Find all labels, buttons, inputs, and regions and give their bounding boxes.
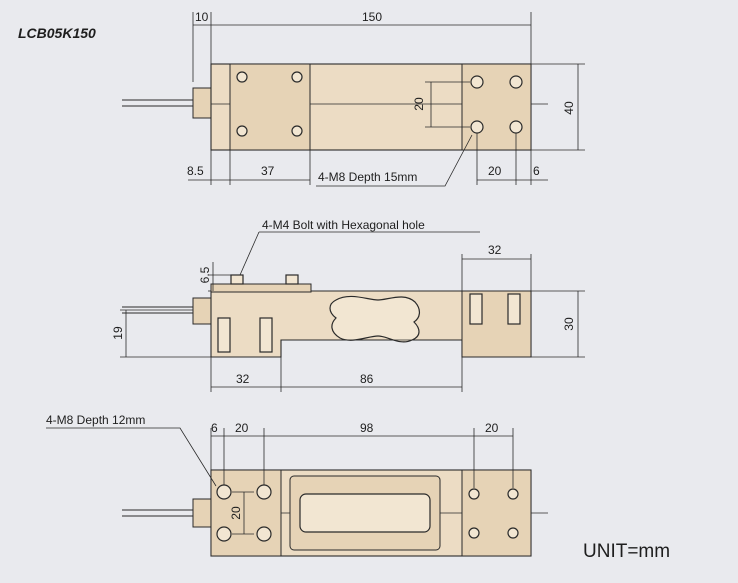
callout-label: 4-M4 Bolt with Hexagonal hole	[262, 218, 425, 232]
callout-leader	[46, 427, 217, 487]
dim-label: 8.5	[187, 164, 204, 178]
bolt-hole	[291, 125, 303, 137]
bolt-hole	[507, 488, 519, 500]
bolt-hole	[236, 125, 248, 137]
dim-label: 10	[195, 10, 209, 24]
unit-label: UNIT=mm	[583, 541, 670, 562]
top-view: 10 150 40 20 8.5 37 20 6 4-M8 Depth 15mm	[122, 10, 585, 187]
dim-label: 98	[360, 421, 374, 435]
bending-hole	[329, 295, 420, 343]
threaded-insert	[507, 293, 521, 325]
bolt-hole	[509, 75, 523, 89]
hex-bolt	[230, 274, 244, 285]
dim-label: 6	[533, 164, 540, 178]
dim-label: 32	[488, 243, 502, 257]
bolt-hole	[216, 526, 232, 542]
dim-label: 20	[485, 421, 499, 435]
dim-label: 6.5	[198, 266, 212, 283]
model-title: LCB05K150	[18, 25, 96, 41]
callout-label: 4-M8 Depth 12mm	[46, 413, 145, 427]
cable-gland	[192, 297, 212, 325]
bolt-hole	[509, 120, 523, 134]
bolt-hole	[256, 526, 272, 542]
hex-bolt	[285, 274, 299, 285]
dim-label: 150	[362, 10, 382, 24]
mount-block-left	[210, 469, 282, 557]
callout-leader	[316, 134, 473, 187]
dim-label: 6	[211, 421, 218, 435]
callout-label: 4-M8 Depth 15mm	[318, 170, 417, 184]
bolt-hole	[470, 75, 484, 89]
dim-label: 37	[261, 164, 275, 178]
bolt-hole	[236, 71, 248, 83]
dim-label: 20	[488, 164, 502, 178]
bolt-hole	[470, 120, 484, 134]
dim-label: 20	[235, 421, 249, 435]
strain-gauge-window	[299, 493, 431, 533]
bolt-hole	[256, 484, 272, 500]
bolt-hole	[291, 71, 303, 83]
side-view: 4-M4 Bolt with Hexagonal hole 6.5 19 32 …	[111, 218, 585, 392]
dim-label: 20	[412, 97, 426, 111]
bolt-hole	[507, 527, 519, 539]
bolt-hole	[216, 484, 232, 500]
dim-label: 86	[360, 372, 374, 386]
bolt-hole	[468, 488, 480, 500]
threaded-insert	[469, 293, 483, 325]
mount-block-right	[461, 469, 532, 557]
callout-leader	[239, 231, 260, 276]
threaded-insert	[217, 317, 231, 353]
mount-plate-right	[461, 63, 532, 151]
bolt-hole	[468, 527, 480, 539]
bottom-view: 6 20 98 20 20 4-M8 Depth 12mm	[46, 413, 548, 557]
cable-gland	[192, 498, 212, 528]
dim-label: 40	[562, 101, 576, 115]
cable-gland	[192, 87, 212, 119]
threaded-insert	[259, 317, 273, 353]
dim-label: 30	[562, 317, 576, 331]
dim-label: 19	[111, 326, 125, 340]
dim-label: 32	[236, 372, 250, 386]
top-mount-surface	[210, 283, 312, 293]
dim-label: 20	[229, 506, 243, 520]
